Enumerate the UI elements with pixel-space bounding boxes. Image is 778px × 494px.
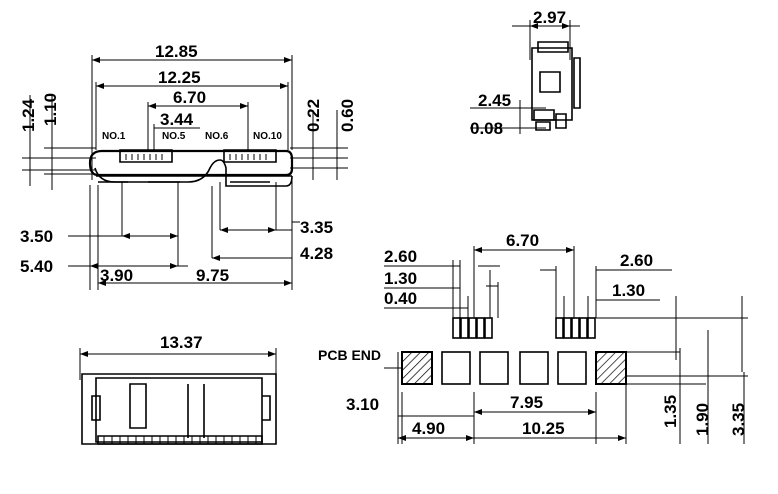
pcb-pin xyxy=(555,317,564,339)
pcb-end-label: PCB END xyxy=(318,347,381,363)
dim-0-08: 0.08 xyxy=(470,119,503,138)
dim-1-35: 1.35 xyxy=(661,395,680,428)
dim-3-10: 3.10 xyxy=(346,395,379,414)
dim-7-95: 7.95 xyxy=(510,393,543,412)
dim-10-25: 10.25 xyxy=(522,419,565,438)
pcb-pin-group-left xyxy=(452,317,493,339)
pcb-pin xyxy=(452,317,461,339)
dim-0-60: 0.60 xyxy=(338,99,357,132)
dim-4-28: 4.28 xyxy=(300,244,333,263)
pcb-pin xyxy=(563,317,572,339)
dim-3-35-vertical: 3.35 xyxy=(729,403,748,436)
dim-0-22: 0.22 xyxy=(304,99,323,132)
pcb-pin xyxy=(484,317,493,339)
pcb-pad-ground-right xyxy=(595,351,627,385)
dim-2-60-left: 2.60 xyxy=(384,247,417,266)
dim-1-24: 1.24 xyxy=(19,98,38,132)
dim-13-37: 13.37 xyxy=(160,333,203,352)
dim-12-85: 12.85 xyxy=(155,42,198,61)
pcb-layout: 2.60 1.30 0.40 6.70 2.60 1.30 PCB END 3.… xyxy=(318,231,748,444)
dim-1-30-right: 1.30 xyxy=(612,281,645,300)
dim-2-60-right: 2.60 xyxy=(620,251,653,270)
dim-0-40: 0.40 xyxy=(384,289,417,308)
dim-1-90: 1.90 xyxy=(693,403,712,436)
pin-label-no10: NO.10 xyxy=(253,131,282,142)
pcb-pin xyxy=(476,317,485,339)
dim-1-10: 1.10 xyxy=(41,93,60,126)
pcb-pad xyxy=(441,351,471,385)
dim-12-25: 12.25 xyxy=(158,68,201,87)
front-view: 12.85 12.25 6.70 3.44 NO.1 NO.5 NO.6 NO.… xyxy=(19,42,357,290)
dim-3-44: 3.44 xyxy=(160,110,194,129)
dim-1-30-left: 1.30 xyxy=(384,269,417,288)
dim-5-40: 5.40 xyxy=(20,257,53,276)
pcb-pad xyxy=(479,351,509,385)
pcb-pad xyxy=(519,351,549,385)
pcb-pin xyxy=(468,317,477,339)
pcb-pad-ground-left xyxy=(401,351,433,385)
dim-6-70: 6.70 xyxy=(173,88,206,107)
pin-label-no6: NO.6 xyxy=(205,131,229,142)
dim-4-90: 4.90 xyxy=(412,419,445,438)
dim-2-97: 2.97 xyxy=(533,8,566,27)
dim-3-35: 3.35 xyxy=(300,218,333,237)
pcb-pin xyxy=(571,317,580,339)
pcb-pin xyxy=(579,317,588,339)
dim-3-50: 3.50 xyxy=(20,227,53,246)
top-view: 13.37 xyxy=(79,333,277,445)
pin-label-no5: NO.5 xyxy=(162,131,186,142)
pcb-pin xyxy=(460,317,469,339)
dim-3-90: 3.90 xyxy=(100,266,133,285)
side-view: 2.97 2.45 0.08 xyxy=(470,8,581,138)
pcb-pad xyxy=(557,351,587,385)
dim-2-45: 2.45 xyxy=(478,91,511,110)
pin-label-no1: NO.1 xyxy=(102,131,126,142)
dim-6-70: 6.70 xyxy=(506,231,539,250)
dim-9-75: 9.75 xyxy=(196,266,229,285)
pcb-pin-group-right xyxy=(555,317,596,339)
pcb-pin xyxy=(587,317,596,339)
